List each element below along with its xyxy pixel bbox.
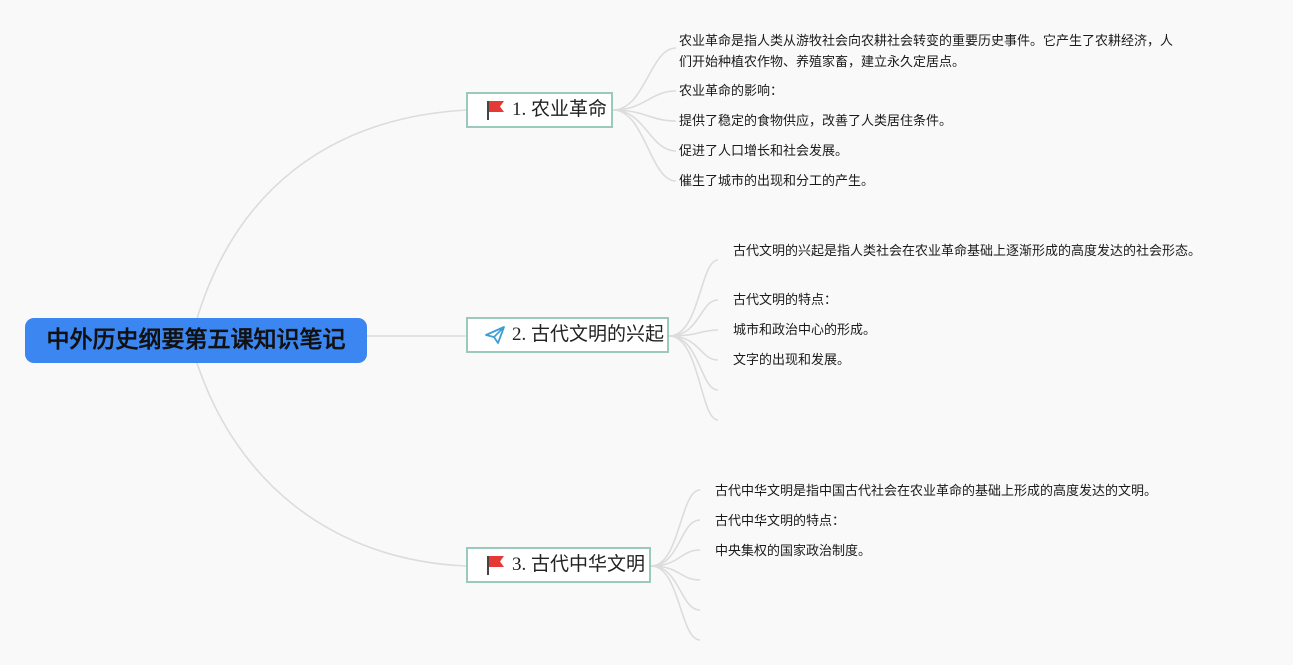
note-item[interactable]: 农业革命是指人类从游牧社会向农耕社会转变的重要历史事件。它产生了农耕经济，人们开… bbox=[679, 34, 1174, 70]
branch-3-leaf-line bbox=[650, 519, 701, 567]
note-item[interactable]: 催生了城市的出现和分工的产生。 bbox=[679, 174, 875, 189]
branch-3-leaf-line bbox=[650, 565, 701, 611]
note-item[interactable]: 城市和政治中心的形成。 bbox=[733, 323, 877, 338]
paper-plane-icon bbox=[485, 326, 505, 344]
branch-agricultural-revolution[interactable]: 1. 农业革命 bbox=[466, 92, 613, 128]
root-to-branch-3-line bbox=[195, 359, 467, 567]
red-flag-icon bbox=[487, 101, 504, 120]
note-item[interactable]: 古代文明的特点： bbox=[733, 293, 838, 308]
branch-3-leaf-line bbox=[650, 565, 701, 641]
root-to-branch-1-line bbox=[195, 109, 467, 323]
note-item[interactable]: 中央集权的国家政治制度。 bbox=[715, 544, 872, 559]
branch-1-leaf-line bbox=[612, 47, 677, 111]
branch-2-leaf-line bbox=[668, 335, 719, 421]
note-item[interactable]: 古代中华文明的特点： bbox=[715, 514, 846, 529]
branch-3-leaf-line bbox=[650, 489, 701, 567]
root-topic-label: 中外历史纲要第五课知识笔记 bbox=[46, 327, 346, 353]
branch-1-leaf-line bbox=[612, 90, 677, 111]
note-item[interactable]: 文字的出现和发展。 bbox=[733, 353, 851, 368]
branch-2-leaf-line bbox=[668, 335, 719, 361]
branch-1-leaf-line bbox=[612, 109, 677, 182]
branch-1-leaf-line bbox=[612, 109, 677, 152]
branch-ancient-chinese-civilization[interactable]: 3. 古代中华文明 bbox=[466, 547, 651, 583]
branch-label: 2. 古代文明的兴起 bbox=[512, 324, 665, 345]
note-item[interactable]: 提供了稳定的食物供应，改善了人类居住条件。 bbox=[679, 114, 953, 129]
note-item[interactable]: 农业革命的影响： bbox=[679, 84, 784, 99]
root-topic[interactable]: 中外历史纲要第五课知识笔记 bbox=[25, 318, 367, 363]
red-flag-icon bbox=[487, 556, 504, 575]
note-item[interactable]: 古代文明的兴起是指人类社会在农业革命基础上逐渐形成的高度发达的社会形态。 bbox=[733, 244, 1202, 259]
branch-label: 1. 农业革命 bbox=[512, 99, 608, 120]
branch-label: 3. 古代中华文明 bbox=[512, 554, 646, 575]
note-item[interactable]: 古代中华文明是指中国古代社会在农业革命的基础上形成的高度发达的文明。 bbox=[715, 484, 1158, 499]
note-item[interactable]: 促进了人口增长和社会发展。 bbox=[679, 144, 849, 159]
branch-ancient-civilization-rise[interactable]: 2. 古代文明的兴起 bbox=[466, 317, 669, 353]
branch-2-leaf-line bbox=[668, 329, 719, 337]
branch-2-leaf-line bbox=[668, 259, 719, 337]
